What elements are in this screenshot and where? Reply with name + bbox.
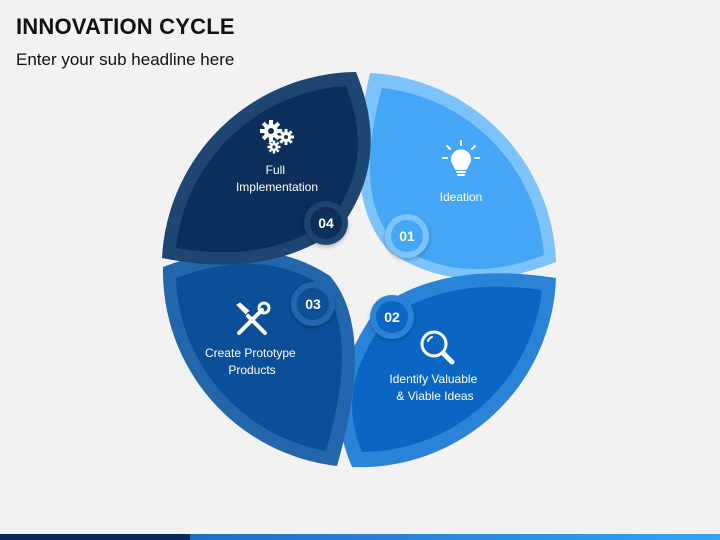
segment-identify-ideas[interactable] xyxy=(339,273,556,468)
segment-label-create-prototype: Create Prototype Products xyxy=(205,346,299,377)
page-subtitle: Enter your sub headline here xyxy=(16,50,235,69)
lightbulb-icon xyxy=(442,140,480,176)
page-title: INNOVATION CYCLE xyxy=(16,14,235,39)
badge-04: 04 xyxy=(304,201,348,245)
segment-label-identify-ideas: Identify Valuable & Viable Ideas xyxy=(389,372,480,403)
badge-number: 03 xyxy=(305,296,321,312)
tools-icon xyxy=(236,301,271,335)
bottom-accent-bar xyxy=(0,534,720,540)
badge-number: 01 xyxy=(399,228,415,244)
bottom-bar-light xyxy=(190,534,720,540)
badge-02: 02 xyxy=(370,295,414,339)
segment-label-full-implementation: Full Implementation xyxy=(236,163,318,194)
badge-number: 02 xyxy=(384,309,400,325)
gears-icon xyxy=(260,120,294,154)
badge-03: 03 xyxy=(291,282,335,326)
badge-number: 04 xyxy=(318,215,334,231)
magnifier-icon xyxy=(420,330,455,365)
badge-01: 01 xyxy=(385,214,429,258)
segment-label-ideation: Ideation xyxy=(440,190,483,204)
bottom-bar-dark xyxy=(0,534,190,540)
segment-ideation[interactable] xyxy=(358,73,556,279)
